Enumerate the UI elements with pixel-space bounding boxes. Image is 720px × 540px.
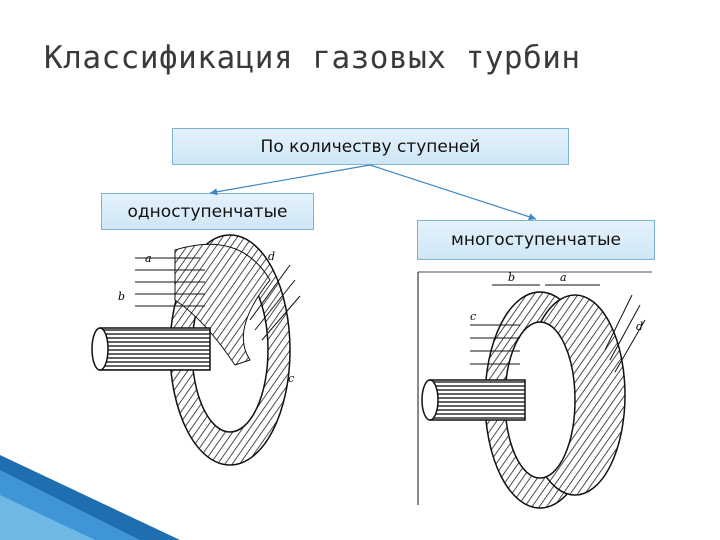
multi-stage-turbine-figure: b a c d [417,271,652,509]
multi-stage-label: многоступенчатые [451,230,621,250]
root-category-box: По количеству ступеней [172,128,569,165]
connector-to-single [209,164,371,196]
right-label-c: c [470,310,476,323]
slide-title: Классификация газовых турбин [44,40,581,76]
root-category-label: По количеству ступеней [260,136,481,157]
right-label-b: b [508,271,515,284]
single-stage-turbine-figure: a b d c [91,234,301,466]
left-label-d: d [268,250,275,263]
left-label-a: a [145,252,152,265]
single-stage-label: одноступенчатые [127,201,288,222]
connector-to-multi [369,164,537,221]
right-label-a: a [560,271,567,284]
single-stage-box: одноступенчатые [101,193,314,230]
right-label-d: d [636,320,643,333]
corner-decoration [0,455,180,540]
left-label-c: c [288,372,294,385]
multi-stage-box: многоступенчатые [417,220,655,260]
left-label-b: b [118,290,125,303]
